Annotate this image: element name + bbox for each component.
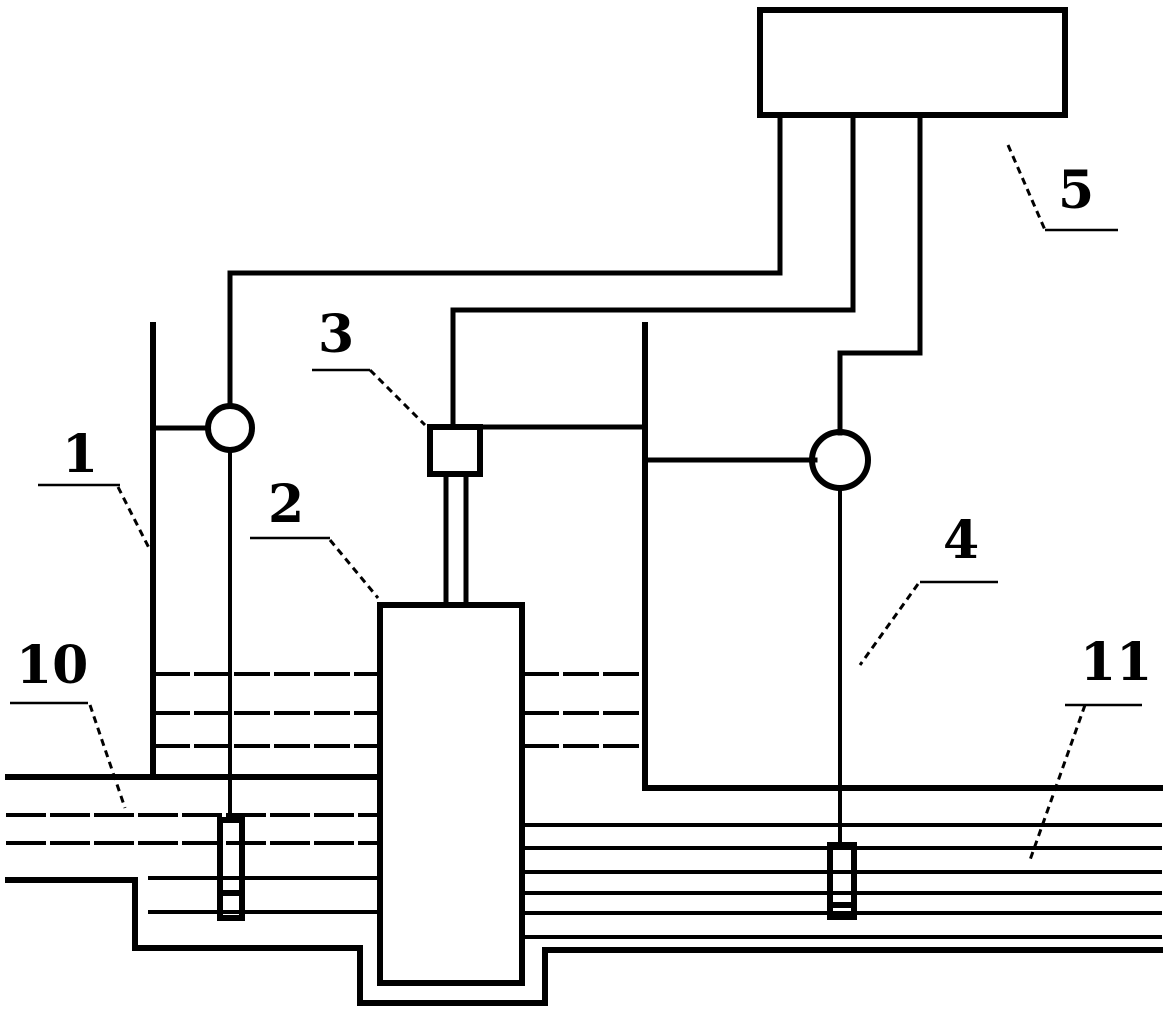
control-box	[757, 7, 1068, 118]
label-10-group: 10	[10, 635, 127, 809]
label-2: 2	[268, 474, 304, 535]
label-11: 11	[1080, 632, 1152, 693]
label-3: 3	[318, 304, 354, 365]
right-probe-body	[827, 842, 857, 920]
wire-to-right-sensor	[837, 112, 923, 436]
right-sensor-circle	[809, 429, 871, 491]
label-2-group: 2	[250, 474, 380, 599]
valve-3	[427, 424, 483, 477]
left-aquifer-lines	[6, 813, 380, 914]
right-water-layers	[523, 672, 644, 748]
left-water-layers	[154, 672, 380, 748]
label-4-group: 4	[858, 510, 998, 666]
left-sensor-circle	[205, 403, 255, 453]
label-1: 1	[62, 424, 98, 485]
label-11-group: 11	[1028, 632, 1152, 861]
label-5-group: 5	[1006, 144, 1118, 232]
left-aquifer-bottom	[5, 877, 1163, 1006]
wire-to-left-sensor	[227, 112, 783, 408]
label-1-group: 1	[38, 424, 152, 551]
right-aquifer-lines	[523, 823, 1162, 939]
central-tank	[377, 602, 525, 986]
left-probe-body	[217, 817, 245, 921]
wire-to-valve-3	[450, 112, 856, 430]
label-3-group: 3	[312, 304, 427, 427]
label-5: 5	[1058, 160, 1094, 221]
label-10: 10	[16, 635, 88, 696]
label-4: 4	[943, 510, 979, 571]
